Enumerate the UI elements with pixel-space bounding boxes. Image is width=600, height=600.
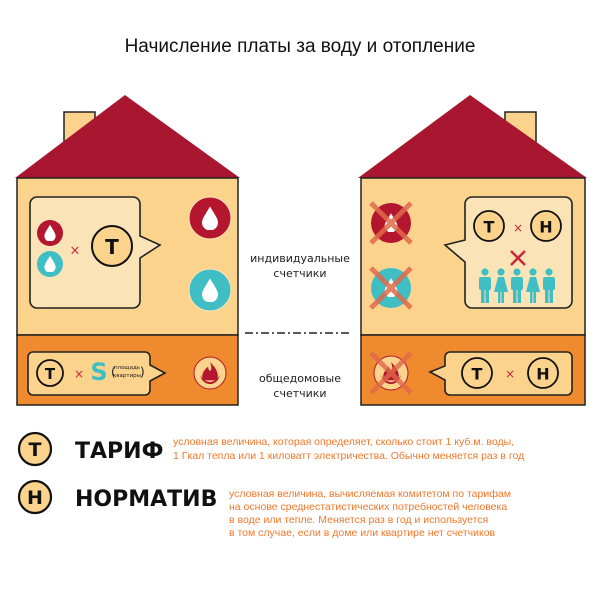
svg-text:T: T [29, 439, 42, 461]
speech-bubble-individual: × T [29, 196, 162, 309]
times-sign: × [505, 367, 515, 381]
house-no-meters: T × H T × H [358, 95, 587, 406]
speech-bubble-common: T × S ( площадь квартиры ) [27, 351, 167, 396]
legend-tariff: T ТАРИФ условная величина, которая опред… [17, 431, 524, 467]
crossed-hot-water-icon [369, 201, 413, 245]
common-meters-label: общедомовые [259, 372, 341, 385]
area-note: квартиры [113, 373, 141, 379]
area-note: площадь [114, 365, 140, 371]
roof [358, 95, 587, 178]
individual-meters-label: индивидуальные [250, 252, 350, 265]
legend-description: условная величина, которая определяет, с… [173, 436, 514, 448]
tariff-badge: T [36, 359, 64, 387]
norm-badge: H [527, 357, 559, 389]
svg-text:H: H [27, 487, 43, 509]
times-sign: × [74, 367, 84, 381]
speech-bubble-common-norm: T × H [428, 351, 573, 396]
svg-text:H: H [539, 218, 552, 237]
cross-icon [510, 250, 526, 266]
cold-water-drop-icon [37, 251, 63, 277]
legend-description: в том случае, если в доме или квартире н… [229, 527, 496, 539]
house-individual-meters: × T T × S ( площадь квартиры ) [15, 95, 240, 406]
norm-badge [17, 479, 53, 515]
svg-text:T: T [45, 365, 56, 383]
speech-bubble-norm-people: T × H [443, 196, 573, 309]
area-symbol: S [90, 358, 107, 386]
svg-text:T: T [472, 365, 483, 384]
legend-term: ТАРИФ [75, 439, 163, 464]
cold-water-meter-icon [188, 268, 232, 312]
norm-badge: H [530, 210, 562, 242]
crossed-heating-flame-icon [369, 351, 413, 395]
tariff-badge: T [91, 225, 133, 267]
svg-text:T: T [484, 218, 495, 237]
hot-water-meter-icon [188, 196, 232, 240]
crossed-cold-water-icon [369, 266, 413, 310]
times-sign: × [513, 221, 523, 235]
individual-meters-label: счетчики [273, 267, 326, 280]
roof [15, 95, 240, 178]
svg-text:(: ( [111, 365, 116, 379]
legend-description: на основе среднестатистических потребнос… [229, 501, 507, 513]
svg-text:T: T [105, 235, 119, 259]
heating-flame-icon [193, 356, 227, 390]
times-sign: × [70, 244, 81, 259]
legend-description: 1 Гкал тепла или 1 киловатт электричеств… [173, 450, 524, 462]
tariff-badge [17, 431, 53, 467]
common-meters-label: счетчики [273, 387, 326, 400]
legend-description: условная величина, вычисляемая комитетом… [229, 488, 511, 500]
tariff-badge: T [473, 210, 505, 242]
svg-text:H: H [536, 365, 549, 384]
legend-term: НОРМАТИВ [75, 487, 217, 512]
legend-norm: H НОРМАТИВ условная величина, вычисляема… [17, 479, 511, 539]
page-title: Начисление платы за воду и отопление [125, 36, 476, 57]
tariff-badge: T [461, 357, 493, 389]
hot-water-drop-icon [37, 220, 63, 246]
legend-description: в воде или тепле. Меняется раз в год и и… [229, 514, 488, 526]
svg-text:): ) [140, 365, 145, 379]
